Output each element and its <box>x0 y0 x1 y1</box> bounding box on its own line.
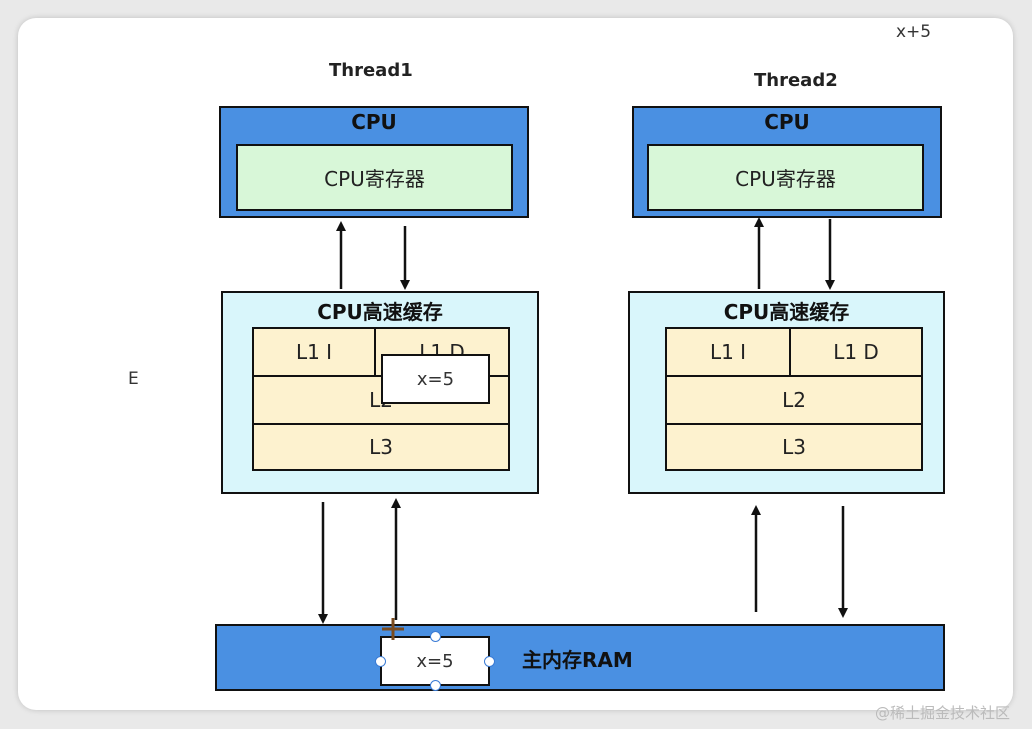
thread1-cpu: CPU CPU寄存器 <box>219 106 529 218</box>
resize-handle-left[interactable] <box>375 656 386 667</box>
side-label: E <box>128 369 139 389</box>
thread1-cpu-label: CPU <box>351 110 397 134</box>
move-cursor-icon <box>380 618 406 640</box>
thread2-title: Thread2 <box>754 70 838 91</box>
thread2-cpu: CPU CPU寄存器 <box>632 106 942 218</box>
thread2-cache-label: CPU高速缓存 <box>723 300 850 324</box>
thread2-cpu-label: CPU <box>764 110 810 134</box>
thread1-l3: L3 <box>252 423 510 471</box>
note-top-right: x+5 <box>896 22 932 42</box>
thread1-cache-label: CPU高速缓存 <box>317 300 443 324</box>
main-memory-ram: 主内存RAM <box>215 624 945 691</box>
thread1-cache-value-box[interactable]: x=5 <box>381 354 490 404</box>
resize-handle-bottom[interactable] <box>430 680 441 691</box>
watermark: @稀土掘金技术社区 <box>874 704 1010 722</box>
ram-label: 主内存RAM <box>522 648 633 672</box>
thread2-register: CPU寄存器 <box>647 144 924 211</box>
thread2-cache: CPU高速缓存 L1 I L1 D L2 L3 <box>628 291 945 494</box>
thread2-l2: L2 <box>665 375 923 425</box>
thread1-title: Thread1 <box>329 60 413 81</box>
thread2-l3: L3 <box>665 423 923 471</box>
resize-handle-right[interactable] <box>484 656 495 667</box>
thread1-register: CPU寄存器 <box>236 144 513 211</box>
resize-handle-top[interactable] <box>430 631 441 642</box>
